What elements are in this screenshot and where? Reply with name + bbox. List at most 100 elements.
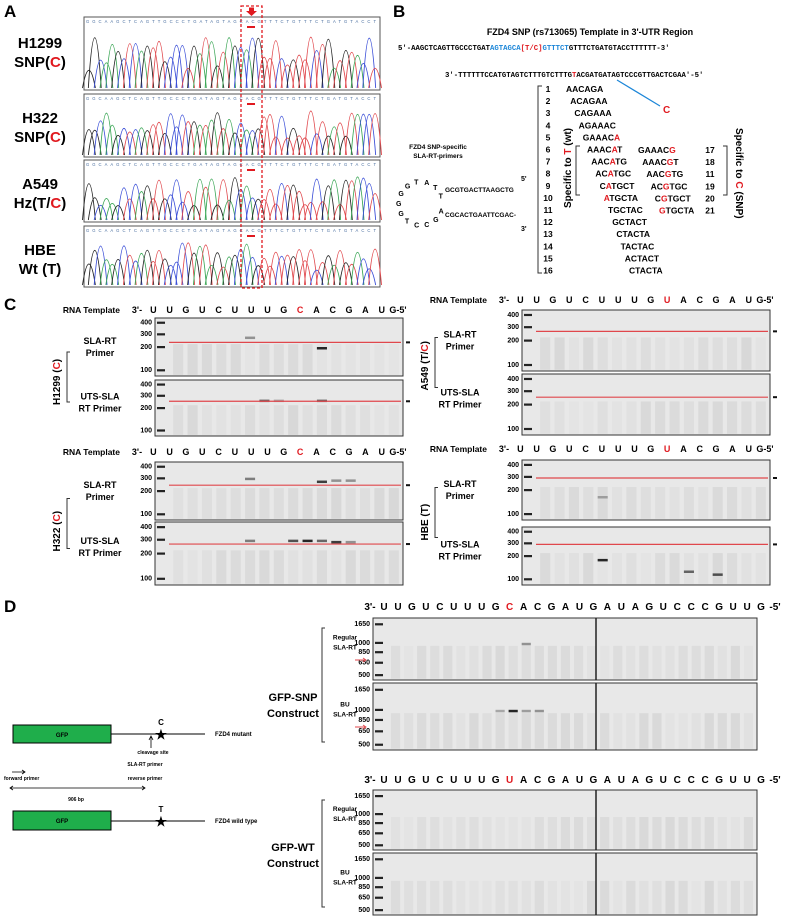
row-genotype: Wt (T) [19, 261, 61, 278]
lane-smear [568, 337, 579, 370]
trace-peak [257, 258, 271, 286]
lane-base: U [248, 305, 255, 315]
lane-smear [288, 344, 299, 375]
chromatogram-trace [82, 16, 382, 91]
ladder-size: 500 [358, 842, 370, 849]
trace-peak [99, 113, 114, 156]
ladder-band [157, 490, 165, 493]
ladder-size: 200 [507, 338, 519, 345]
trace-peak [368, 193, 382, 221]
primer-type-label: SLA-RT [444, 479, 477, 489]
primer-number: 11 [544, 205, 553, 215]
lane-smear [345, 344, 356, 375]
lane-smear [743, 880, 754, 914]
loop-base: G [398, 211, 404, 218]
lane-smear [216, 405, 227, 435]
lane-base: U [464, 775, 471, 786]
primer-number: 3 [546, 108, 551, 118]
primer-type-label: RT Primer [438, 399, 482, 409]
primer-sequence: CTACTA [616, 229, 650, 239]
ladder-band [524, 513, 532, 516]
lane-smear [404, 817, 414, 849]
lane-smear [704, 713, 714, 749]
trace-peak [228, 254, 242, 286]
construct-bracket [321, 627, 325, 743]
lane-smear [600, 817, 610, 849]
lane-smear [704, 880, 714, 914]
primer-type-label: UTS-SLA [441, 387, 480, 397]
lane-base: C [702, 602, 709, 613]
lane-smear [597, 487, 608, 519]
band-arrow [406, 400, 410, 403]
lane-base: U [199, 305, 206, 315]
lane-smear [640, 487, 651, 519]
lane-base: G-5' [389, 447, 406, 457]
ladder-size: 650 [358, 728, 370, 735]
snp-base: C [663, 105, 670, 116]
ladder-band [375, 896, 383, 899]
band-arrow [406, 543, 410, 546]
lane-base: U [264, 447, 271, 457]
primer-type-label: SLA-RT [444, 329, 477, 339]
lane-smear [587, 880, 597, 914]
lane-base: 3'- [132, 305, 142, 315]
primer-type-label: SLA-RT [84, 480, 117, 490]
trace-peak [105, 124, 120, 156]
lane-smear [360, 405, 371, 435]
ladder-band [375, 623, 383, 626]
primer-number: 2 [546, 96, 551, 106]
ladder-size: 300 [140, 331, 152, 338]
trace-peak [339, 262, 353, 286]
lane-base: U [618, 775, 625, 786]
trace-peak [87, 37, 102, 89]
lane-smear [360, 344, 371, 375]
ladder-band [375, 708, 383, 711]
lane-smear [712, 337, 723, 370]
lane-smear [456, 817, 466, 849]
trace-peak [239, 49, 254, 89]
lane-smear [316, 550, 327, 584]
lane-base: C [330, 447, 337, 457]
wt-label: FZD4 wild type [215, 819, 258, 825]
band-arrow [773, 477, 777, 479]
ladder-size: 400 [140, 464, 152, 471]
ladder-band [157, 369, 165, 372]
lane-base: A [520, 602, 527, 613]
band-arrow [406, 484, 410, 487]
trace-peak [327, 126, 342, 156]
lane-smear [626, 401, 637, 434]
loop-base: G [433, 217, 439, 224]
trace-peak [99, 197, 114, 221]
lane-smear [482, 645, 492, 679]
lane-base: A [729, 295, 736, 305]
ladder-band [524, 475, 532, 478]
lane-smear [534, 713, 544, 749]
primer-type-label: SLA-RT [84, 336, 117, 346]
template-5-sequence: 5'-AAGCTCAGTTGCCCTGATAGTAGCA[T/C]GTTTCTG… [398, 45, 670, 53]
primer-type-label: RT Primer [438, 551, 482, 561]
gel-band [508, 709, 518, 713]
lane-base: U [248, 447, 255, 457]
primer-sequence: ACTACT [625, 253, 660, 263]
lane-base: U [618, 602, 625, 613]
lane-base: U [664, 444, 671, 454]
lane-base: 3'- [132, 447, 142, 457]
lane-base: G [548, 602, 556, 613]
lane-smear [583, 487, 594, 519]
lane-smear [288, 550, 299, 584]
trace-peak [216, 51, 231, 89]
trace-peak [263, 265, 277, 286]
loop-base: C [414, 223, 419, 230]
trace-peak [321, 185, 336, 221]
ladder-size: 200 [507, 553, 519, 560]
gel-band [521, 709, 531, 713]
trace-peak [193, 179, 207, 221]
lane-smear [669, 487, 680, 519]
lane-base: C [702, 775, 709, 786]
trace-peak [193, 53, 207, 89]
ladder-size: 400 [507, 529, 519, 536]
lane-smear [417, 645, 427, 679]
trace-peak [321, 135, 336, 156]
